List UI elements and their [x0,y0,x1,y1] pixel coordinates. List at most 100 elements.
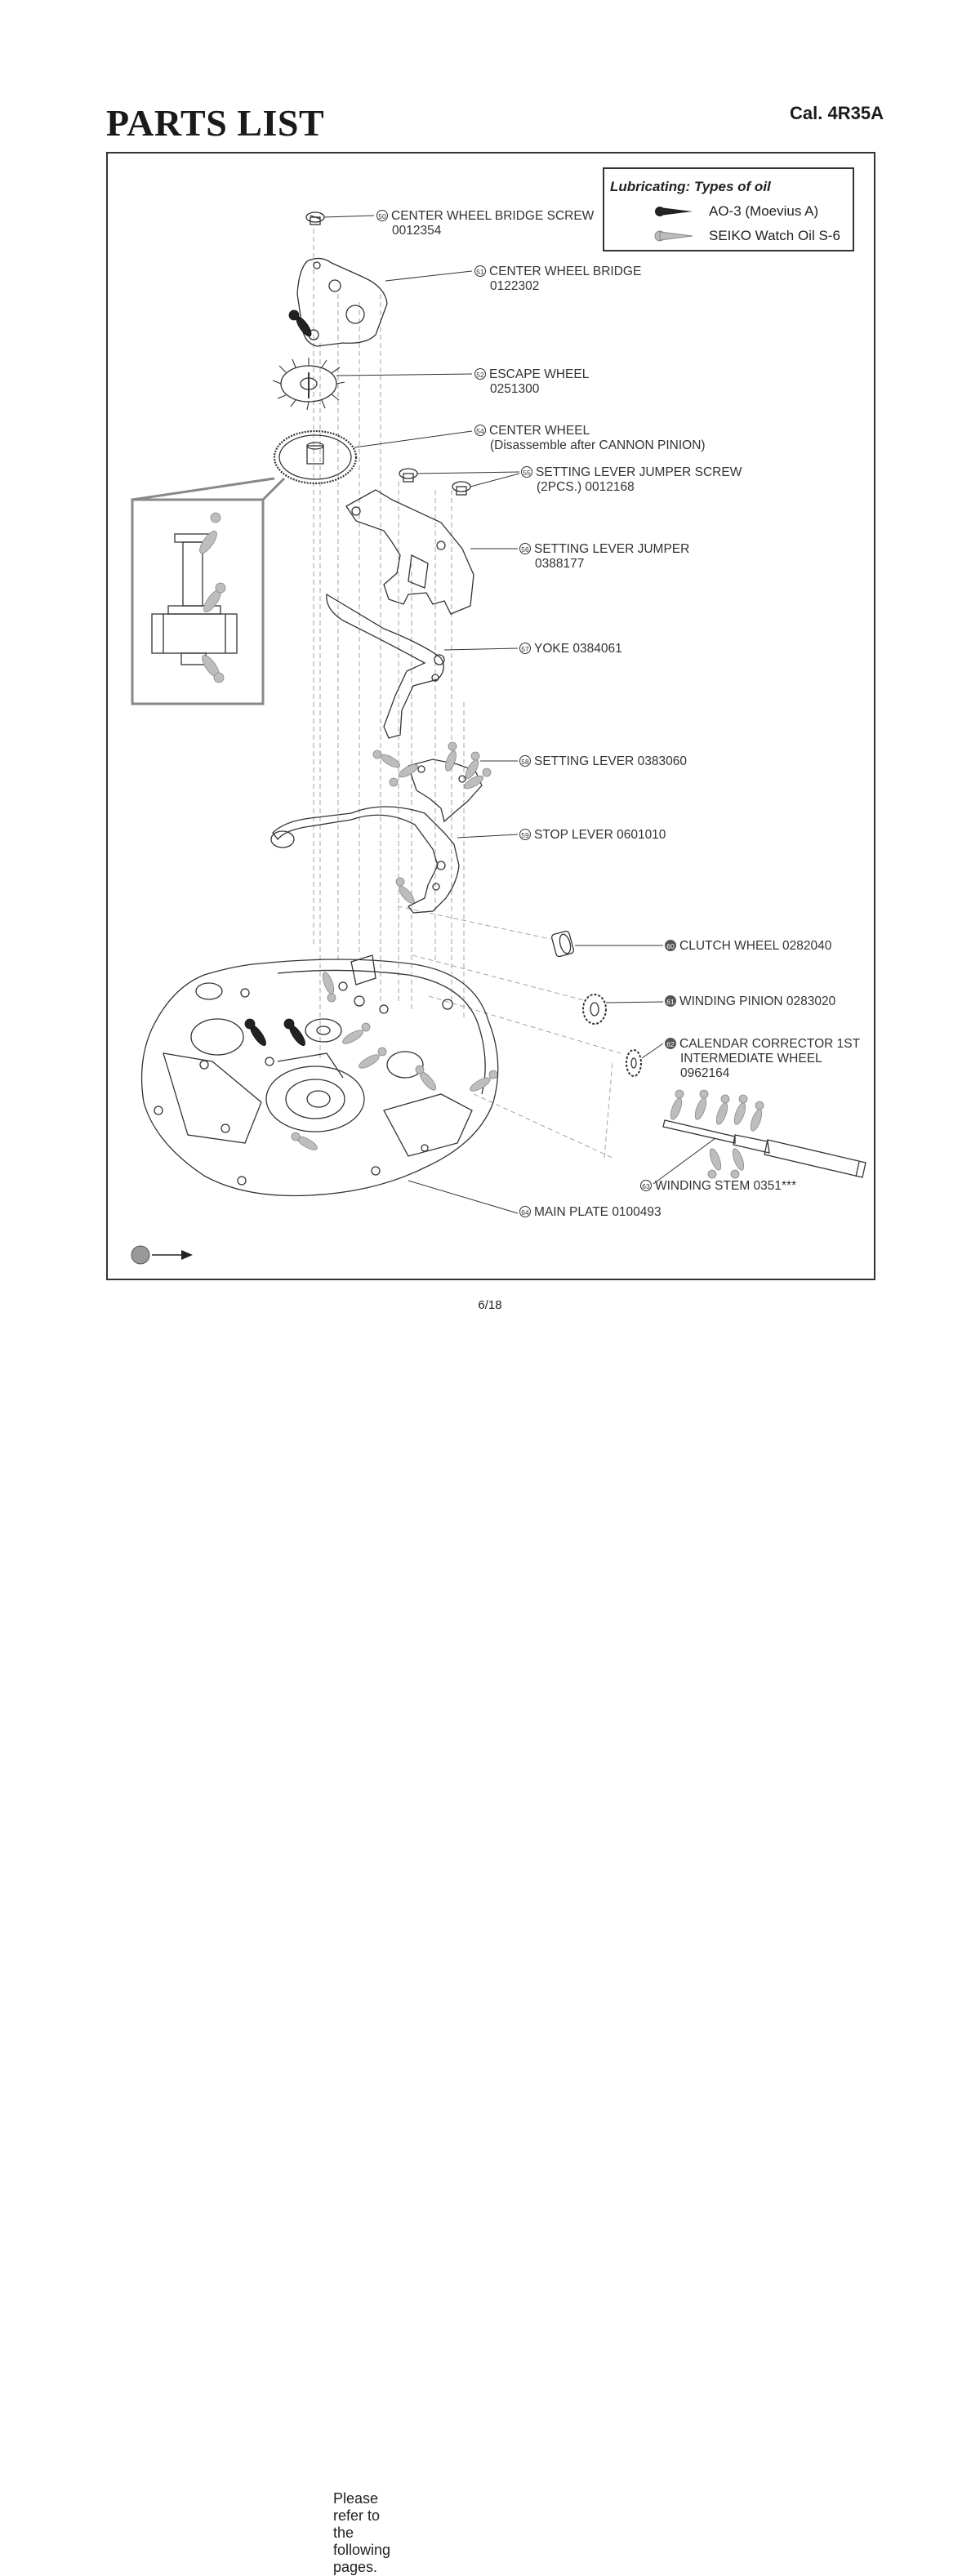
oil-drop-s6 [389,763,418,787]
center-wheel-bridge [296,257,388,347]
part-code: 0388177 [535,557,585,571]
part-number-badge: 52 [474,368,486,380]
part-name: STOP LEVER 0601010 [534,828,666,842]
oil-drop-s6 [733,1094,748,1125]
leader-lines [323,215,716,1214]
winding-stem [662,1119,866,1178]
yoke [326,593,445,739]
part-note: (Disassemble after CANNON PINION) [490,438,706,452]
calendar-corrector-wheel [626,1049,642,1077]
part-name-continued: INTERMEDIATE WHEEL [680,1052,822,1066]
escape-wheel [272,358,345,411]
oil-drop-s6 [715,1094,730,1125]
center-wheel-bridge-screw [305,211,325,225]
oil-drop-s6 [445,741,457,772]
clutch-wheel [551,930,574,958]
oil-drop-s6 [395,877,415,904]
oil-drop-s6 [750,1101,764,1132]
part-number-badge: 62 [665,1038,676,1049]
part-number-badge: 59 [519,829,531,840]
part-name: CLUTCH WHEEL 0282040 [679,939,832,953]
part-number-badge: 64 [519,1206,531,1217]
ao3-oil-icon [655,207,693,216]
winding-pinion [582,994,607,1025]
footer-note-text: Please refer to the following pages. [333,2490,391,2575]
oil-drop-s6 [203,582,226,612]
s6-oil-icon [654,230,693,242]
oil-drop-s6 [730,1148,745,1179]
exploded-movement-diagram [131,211,866,1214]
part-number-badge: 61 [665,995,676,1007]
oil-drop-s6 [694,1089,709,1120]
part-name: SETTING LEVER JUMPER SCREW [536,465,742,479]
part-number-badge: 51 [474,265,486,277]
part-number-badge: 60 [665,940,676,951]
oil-drop-s6 [342,1022,371,1044]
part-name: WINDING PINION 0283020 [679,994,836,1008]
oil-drop-ao3 [288,309,312,337]
part-code: (2PCS.) 0012168 [537,480,635,494]
oil-drop-ao3 [283,1018,305,1047]
part-name: CALENDAR CORRECTOR 1ST [679,1037,861,1051]
part-number-badge: 55 [521,466,532,478]
part-code: 0962164 [680,1066,730,1080]
oil-drop-s6 [464,767,492,790]
stop-lever [270,806,460,914]
part-number-badge: 57 [519,643,531,654]
page-number: 6/18 [478,1298,502,1312]
page-title: PARTS LIST [106,102,325,144]
part-number-badge: 63 [640,1180,652,1191]
oil-markers-s6 [199,512,764,1179]
part-code: 0012354 [392,224,442,238]
center-wheel [273,429,358,485]
part-code: 0251300 [490,382,540,396]
main-plate [140,954,499,1197]
oil-drop-s6 [372,750,400,768]
oil-drop-s6 [470,1070,498,1092]
part-number-badge: 58 [519,755,531,767]
oil-drop-s6 [707,1148,722,1179]
part-name: CENTER WHEEL [489,424,590,438]
oil-drop-s6 [199,512,221,554]
part-label-55: 55 SETTING LEVER JUMPER SCREW (2PCS.) 001… [521,465,742,495]
center-wheel-detail-inset [131,477,286,705]
part-code: 0122302 [490,279,540,293]
part-number-badge: 54 [474,425,486,436]
part-name: MAIN PLATE 0100493 [534,1205,662,1219]
oil-drop-s6 [465,751,480,779]
oil-drop-s6 [670,1089,684,1120]
setting-lever-jumper [345,489,474,615]
part-name: YOKE 0384061 [534,642,622,656]
oil-drop-ao3 [244,1018,266,1047]
oil-drop-s6 [322,972,336,1003]
oil-drop-s6 [359,1047,387,1069]
part-name: ESCAPE WHEEL [489,367,590,381]
diagram-frame [106,152,875,1280]
legend-title: Lubricating: Types of oil [610,179,771,194]
part-number-badge: 56 [519,543,531,554]
part-name: CENTER WHEEL BRIDGE [489,265,642,278]
caliber-label: Cal. 4R35A [790,103,884,123]
oil-markers-ao3 [244,309,312,1047]
oil-drop-s6 [415,1065,437,1091]
part-number-badge: 50 [376,210,388,221]
legend-s6-label: SEIKO Watch Oil S-6 [709,228,840,243]
oil-drop-s6 [202,655,225,683]
legend-ao3-label: AO-3 (Moevius A) [709,203,819,219]
refer-arrow-icon [131,1245,193,1265]
part-name: CENTER WHEEL BRIDGE SCREW [391,209,595,223]
oil-drop-s6 [291,1132,318,1150]
